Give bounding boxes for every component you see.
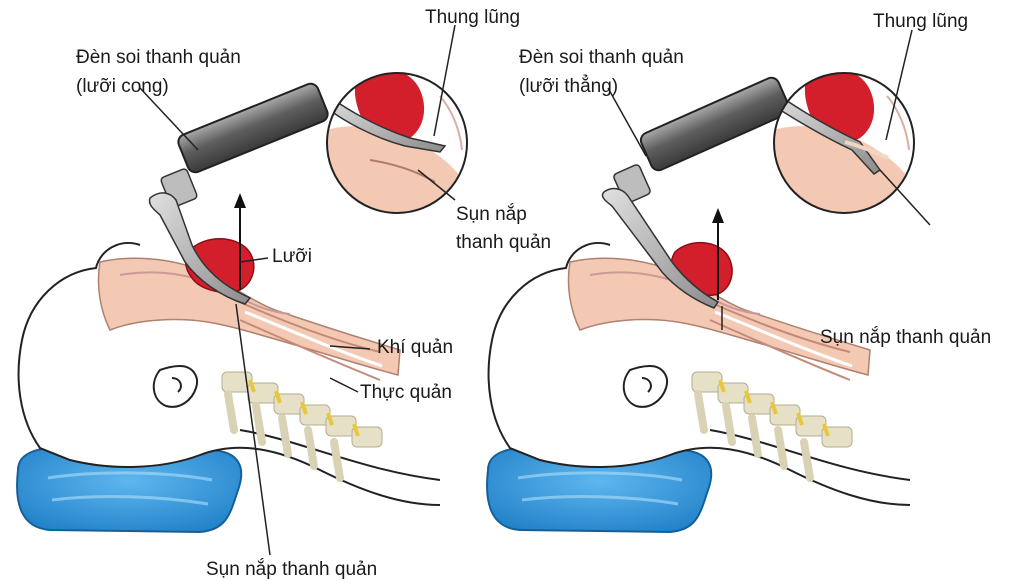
left-epiglottis-inset-label-line2: thanh quản (456, 231, 551, 255)
left-tongue-label: Lưỡi (272, 245, 312, 269)
right-blade-type-label: (lưỡi thẳng) (519, 75, 618, 99)
left-esophagus-label: Thực quản (360, 381, 452, 405)
right-laryngoscope-label: Đèn soi thanh quản (519, 46, 684, 70)
right-vallecula-label: Thung lũng (873, 10, 968, 34)
left-blade-type-label: (lưỡi cong) (76, 75, 169, 99)
left-vallecula-label: Thung lũng (425, 6, 520, 30)
left-epiglottis-inset-label-line1: Sụn nắp (456, 203, 527, 227)
left-trachea-label: Khí quản (377, 336, 453, 360)
left-epiglottis-bottom-label: Sụn nắp thanh quản (206, 558, 377, 582)
right-epiglottis-label: Sụn nắp thanh quản (820, 326, 991, 350)
right-panel (487, 30, 930, 532)
left-inset (327, 25, 470, 215)
right-inset (774, 30, 930, 225)
left-laryngoscope-label: Đèn soi thanh quản (76, 46, 241, 70)
left-panel (17, 25, 470, 555)
